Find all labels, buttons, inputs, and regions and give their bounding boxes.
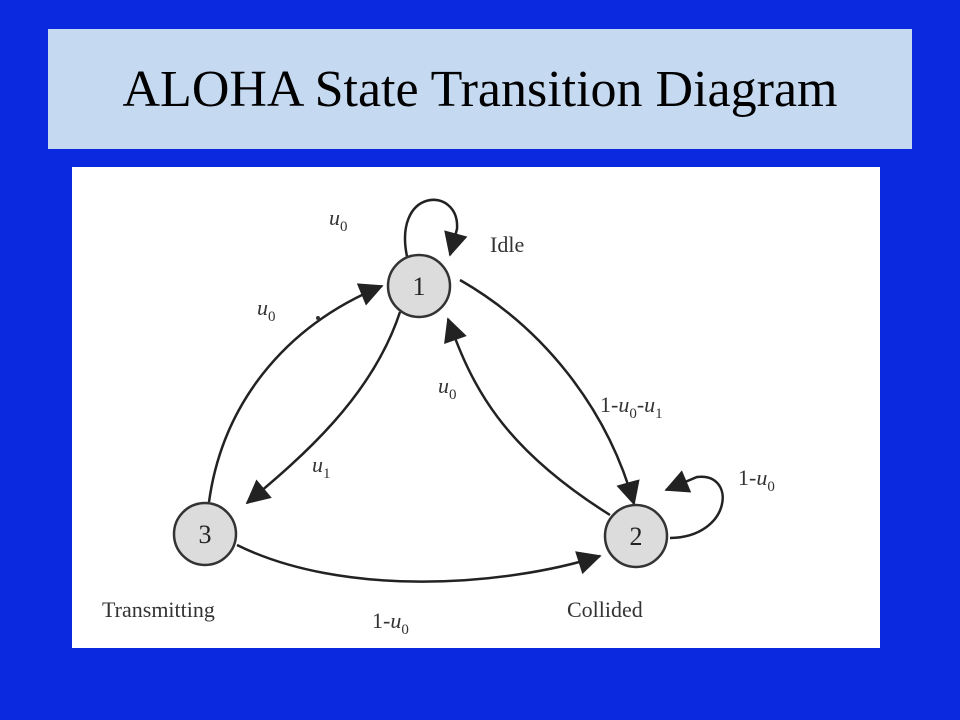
node-1-number: 1 — [413, 272, 426, 301]
edge-2-to-1 — [444, 317, 611, 517]
edge-1-to-2 — [459, 278, 640, 506]
node-2-number: 2 — [630, 522, 643, 551]
edge-3-to-2 — [236, 543, 602, 583]
edge-label-1-to-2: 1-u0-u1 — [600, 392, 663, 422]
edge-3-to-1 — [207, 283, 384, 503]
node-2: 2 — [603, 503, 669, 569]
title-bar: ALOHA State Transition Diagram — [48, 29, 912, 149]
edge-1-to-3 — [245, 311, 402, 505]
slide-title: ALOHA State Transition Diagram — [122, 60, 838, 118]
node-3: 3 — [172, 501, 238, 567]
edge-label-3-to-1: u0 — [257, 295, 276, 325]
edge-self-loop-1 — [403, 198, 468, 262]
node-1: 1 — [386, 253, 452, 319]
edge-label-1-to-3: u1 — [312, 452, 331, 482]
stray-dot — [316, 316, 320, 320]
node-3-number: 3 — [199, 520, 212, 549]
state-label-idle: Idle — [490, 232, 524, 257]
state-label-collided: Collided — [567, 597, 643, 622]
edge-label-self-loop-2: 1-u0 — [738, 465, 775, 495]
state-transition-diagram: 1 2 3 Idle Collided Transmitting u0 u0 u… — [102, 198, 775, 638]
edge-label-2-to-1: u0 — [438, 373, 457, 403]
edge-self-loop-2 — [664, 470, 724, 540]
state-label-transmitting: Transmitting — [102, 597, 215, 622]
edge-label-3-to-2: 1-u0 — [372, 608, 409, 638]
edge-label-self-loop-1: u0 — [329, 205, 348, 235]
diagram-panel: 1 2 3 Idle Collided Transmitting u0 u0 u… — [72, 167, 880, 648]
